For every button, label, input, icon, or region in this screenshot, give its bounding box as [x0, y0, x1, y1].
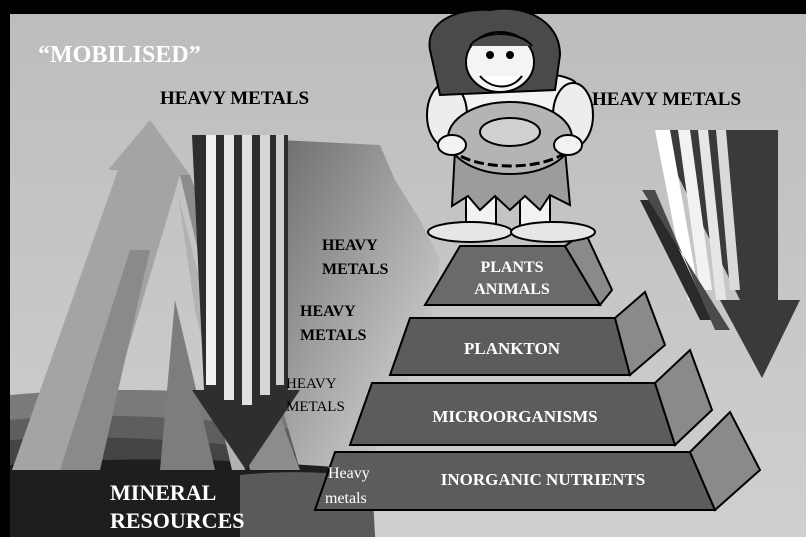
mobilised-label: “MOBILISED”: [38, 42, 201, 68]
heavy-metals-label-3b: METALS: [286, 399, 345, 415]
heavy-metals-label-4b: metals: [325, 490, 367, 507]
pyramid-level-1-label-a: PLANTS: [480, 259, 543, 276]
mineral-label-line2: RESOURCES: [110, 508, 244, 533]
pyramid-level-3-label: MICROORGANISMS: [432, 407, 597, 426]
mineral-label-line1: MINERAL: [110, 480, 216, 505]
heavy-metals-top-right: HEAVY METALS: [592, 89, 741, 110]
heavy-metals-label-2b: METALS: [300, 327, 366, 344]
heavy-metals-top-left: HEAVY METALS: [160, 88, 309, 109]
heavy-metals-label-1a: HEAVY: [322, 237, 378, 254]
heavy-metals-label-2a: HEAVY: [300, 303, 356, 320]
pyramid-level-2-label: PLANKTON: [464, 339, 561, 358]
pyramid-level-4-label: INORGANIC NUTRIENTS: [441, 470, 646, 489]
pyramid-level-1-label-b: ANIMALS: [474, 281, 550, 298]
heavy-metals-label-3a: HEAVY: [286, 376, 337, 392]
heavy-metals-label-1b: METALS: [322, 261, 388, 278]
heavy-metals-label-4a: Heavy: [328, 465, 370, 482]
